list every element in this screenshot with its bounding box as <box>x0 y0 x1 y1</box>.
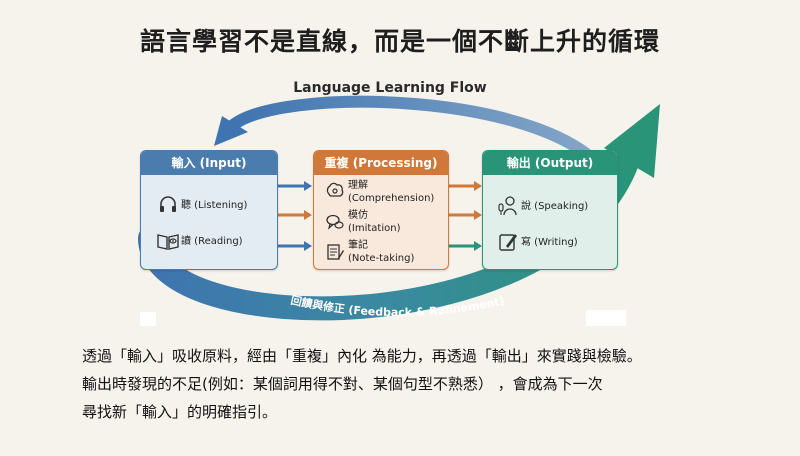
comprehension-label-en: (Comprehension) <box>348 193 435 204</box>
imitation-item: 模仿 (Imitation) <box>322 209 400 235</box>
headphones-icon <box>155 195 181 215</box>
top-return-arc <box>224 95 616 186</box>
top-arrowhead <box>214 116 248 146</box>
blank-patch <box>586 310 626 326</box>
speaking-label: 說 (Speaking) <box>521 200 589 212</box>
reading-label: 讀 (Reading) <box>181 235 243 247</box>
bottom-arrowhead <box>604 104 660 178</box>
note-taking-label-en: (Note-taking) <box>348 253 415 264</box>
input-box: 輸入 (Input) 聽 (Listening) 讀 (Reading) <box>140 150 278 270</box>
caption: 透過「輸入」吸收原料，經由「重複」內化 為能力，再透過「輸出」來實踐與檢驗。 輸… <box>60 342 760 426</box>
imitation-label-zh: 模仿 <box>348 210 368 221</box>
comprehension-item: 理解 (Comprehension) <box>322 179 434 205</box>
tablet-pen-icon <box>495 231 521 253</box>
input-to-processing-arrows <box>278 181 312 251</box>
page-title: 語言學習不是直線，而是一個不斷上升的循環 <box>139 27 660 56</box>
writing-item: 寫 (Writing) <box>495 231 578 253</box>
output-header: 輸出 (Output) <box>483 151 617 175</box>
speech-bubbles-icon <box>322 212 348 232</box>
note-taking-label-zh: 筆記 <box>348 240 368 251</box>
note-taking-item: 筆記 (Note-taking) <box>322 239 414 265</box>
diagram-subtitle: Language Learning Flow <box>293 80 487 96</box>
speaking-item: 說 (Speaking) <box>495 195 588 217</box>
caption-line-1: 透過「輸入」吸收原料，經由「重複」內化 為能力，再透過「輸出」來實踐與檢驗。 <box>82 347 642 365</box>
blank-patch <box>140 312 156 326</box>
brain-gear-icon <box>322 182 348 202</box>
imitation-label-en: (Imitation) <box>348 223 401 234</box>
book-eye-icon <box>155 231 181 251</box>
listening-item: 聽 (Listening) <box>155 195 247 215</box>
writing-label: 寫 (Writing) <box>521 236 578 248</box>
notepad-pen-icon <box>322 242 348 262</box>
input-header: 輸入 (Input) <box>141 151 277 175</box>
output-box: 輸出 (Output) 說 (Speaking) 寫 (Writing) <box>482 150 618 270</box>
processing-box: 重複 (Processing) 理解 (Comprehension) 模仿 (Imi… <box>313 150 449 270</box>
listening-label: 聽 (Listening) <box>181 199 248 211</box>
speaker-mic-icon <box>495 195 521 217</box>
processing-to-output-arrows <box>449 181 482 251</box>
processing-header: 重複 (Processing) <box>314 151 448 175</box>
reading-item: 讀 (Reading) <box>155 231 243 251</box>
caption-line-3: 尋找新「輸入」的明確指引。 <box>82 403 278 421</box>
comprehension-label-zh: 理解 <box>348 180 368 191</box>
caption-line-2: 輸出時發現的不足(例如：某個詞用得不對、某個句型不熟悉） ，會成為下一次 <box>82 375 603 393</box>
